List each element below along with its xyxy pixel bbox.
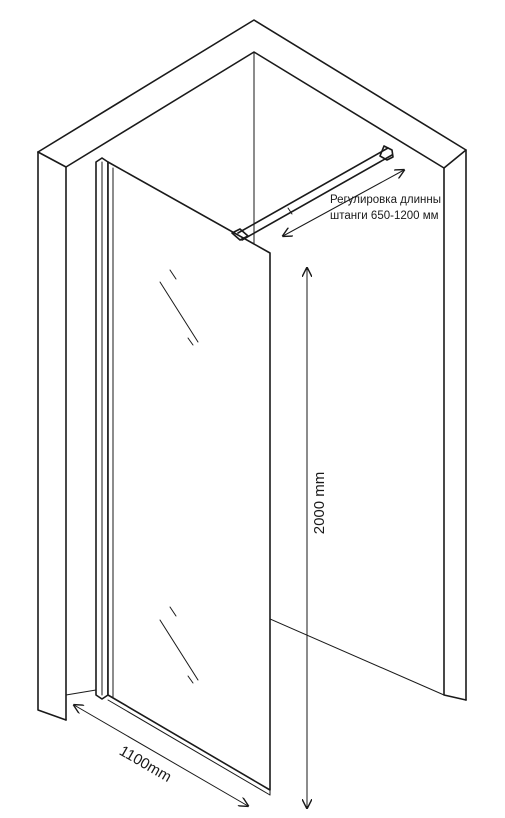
rod-adjustment-note: Регулировка длинны штанги 650-1200 мм <box>330 192 480 224</box>
width-dimension-arrow <box>74 705 248 806</box>
rod-adjust-arrow <box>283 170 404 236</box>
glass-reflection-marks <box>159 269 199 684</box>
width-dimension-label: 1100mm <box>116 742 174 785</box>
wall-profile <box>95 157 109 700</box>
glass-panel <box>107 161 271 796</box>
rod-adjustment-note-line1: Регулировка длинны <box>330 194 441 206</box>
height-dimension-label: 2000 mm <box>311 472 328 535</box>
rod-adjustment-note-line2: штанги 650-1200 мм <box>330 210 439 222</box>
